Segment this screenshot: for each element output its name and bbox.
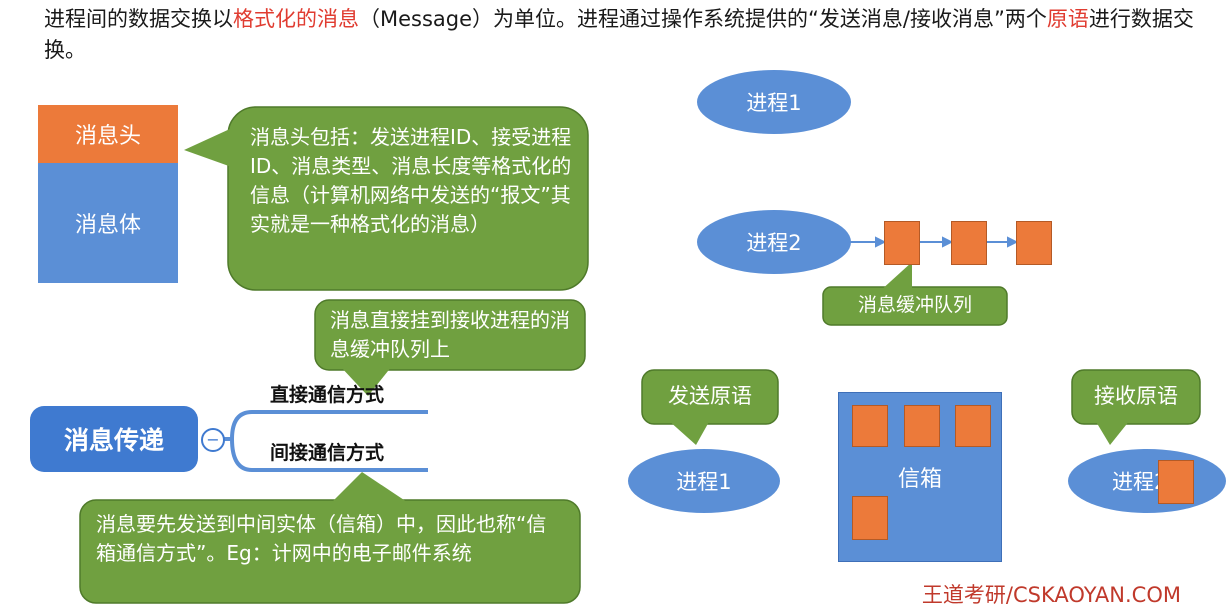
direct-process-2-label: 进程2 <box>746 231 802 255</box>
queue-message-2 <box>951 221 987 265</box>
mailbox-message-3 <box>955 405 991 447</box>
intro-text: 进程间的数据交换以格式化的消息（Message）为单位。进程通过操作系统提供的“… <box>44 4 1204 66</box>
header-callout-text: 消息头包括：发送进程ID、接受进程ID、消息类型、消息长度等格式化的信息（计算机… <box>250 125 572 236</box>
mailbox-message-2 <box>904 405 940 447</box>
header-callout-shape <box>184 106 589 291</box>
direct-process-1-label: 进程1 <box>746 91 802 115</box>
indirect-callout-shape <box>79 472 581 604</box>
queue-label-shape <box>822 262 1008 326</box>
direct-callout-text: 消息直接挂到接收进程的消息缓冲队列上 <box>330 308 570 361</box>
receive-primitive-label: 接收原语 <box>1094 384 1178 408</box>
mailbox-message-4 <box>852 496 888 540</box>
direct-callout-shape <box>314 299 586 396</box>
message-header-label: 消息头 <box>74 124 141 149</box>
intro-part-1: 进程间的数据交换以 <box>44 7 233 31</box>
received-message <box>1158 460 1194 504</box>
send-primitive-shape <box>641 369 779 445</box>
direct-process-1: 进程1 <box>697 70 851 134</box>
mailbox-sender-label: 进程1 <box>676 470 732 494</box>
collapse-toggle-button[interactable]: − <box>201 428 225 452</box>
message-body-block: 消息体 <box>38 163 178 283</box>
message-body-label: 消息体 <box>74 213 141 238</box>
message-header-block: 消息头 <box>38 105 178 163</box>
indirect-callout-text: 消息要先发送到中间实体（信箱）中，因此也称“信箱通信方式”。Eg：计网中的电子邮… <box>96 512 547 565</box>
queue-message-3 <box>1016 221 1052 265</box>
branch-direct-communication[interactable]: 直接通信方式 <box>270 384 385 406</box>
watermark: 王道考研/CSKAOYAN.COM <box>921 583 1181 607</box>
mailbox-receiver-process-2: 进程2 <box>1068 449 1226 513</box>
direct-process-2: 进程2 <box>697 210 851 274</box>
mailbox-label: 信箱 <box>897 467 942 492</box>
queue-message-1 <box>884 221 920 265</box>
branch-indirect-communication[interactable]: 间接通信方式 <box>270 442 385 464</box>
queue-label: 消息缓冲队列 <box>857 294 972 316</box>
mailbox-sender-process-1: 进程1 <box>628 449 780 513</box>
intro-highlight-formatted-message: 格式化的消息 <box>233 7 359 31</box>
intro-part-3: （Message）为单位。进程通过操作系统提供的“发送消息/接收消息”两个 <box>359 7 1047 31</box>
intro-part-5: 进行数据交换。 <box>44 7 1194 62</box>
mindmap-root-message-passing[interactable]: 消息传递 <box>30 406 198 472</box>
mailbox-message-1 <box>852 405 888 447</box>
receive-primitive-shape <box>1071 369 1201 445</box>
mindmap-root-label: 消息传递 <box>63 426 164 455</box>
send-primitive-label: 发送原语 <box>668 384 752 408</box>
intro-highlight-primitive: 原语 <box>1046 7 1089 31</box>
queue-arrows <box>848 236 1019 248</box>
collapse-minus-icon: − <box>206 430 220 449</box>
